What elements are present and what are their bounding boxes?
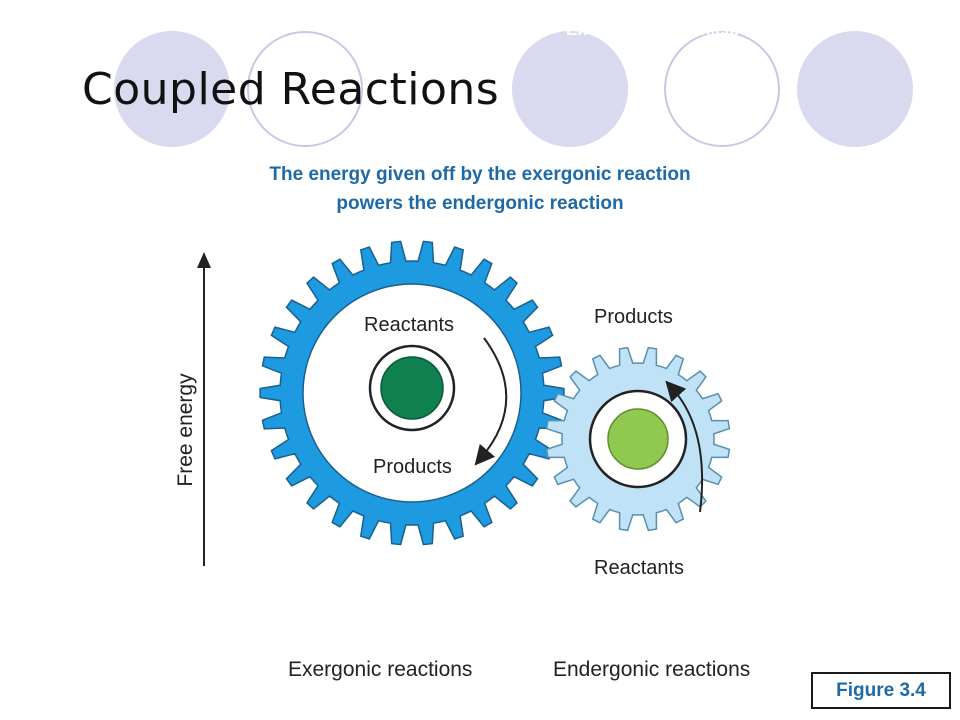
endergonic-caption: Endergonic reactions xyxy=(553,658,751,681)
small-gear-hub xyxy=(607,408,669,470)
background-circles xyxy=(114,31,913,147)
large-gear-products-label: Products xyxy=(373,456,452,478)
figure-label-box: Figure 3.4 xyxy=(811,672,951,709)
deco-circle-2 xyxy=(247,31,363,147)
subtitle-line-1: The energy given off by the exergonic re… xyxy=(269,164,691,185)
endergonic-gear xyxy=(545,346,731,532)
large-gear-reactants-label: Reactants xyxy=(364,314,455,336)
deco-circle-5 xyxy=(797,31,913,147)
slide-header-text: Energy and Chemical Reactions xyxy=(566,20,825,39)
small-gear-products-label: Products xyxy=(594,306,673,328)
subtitle-line-2: powers the endergonic reaction xyxy=(336,193,624,214)
slide-subtitle: The energy given off by the exergonic re… xyxy=(190,160,770,218)
exergonic-caption: Exergonic reactions xyxy=(288,658,473,681)
deco-circle-1 xyxy=(114,31,230,147)
free-energy-axis-label: Free energy xyxy=(174,373,197,487)
small-gear-reactants-label: Reactants xyxy=(594,557,685,579)
deco-circle-3 xyxy=(512,31,628,147)
large-gear-hub xyxy=(380,356,444,420)
counterclockwise-arrow-icon xyxy=(665,380,703,513)
clockwise-arrow-icon xyxy=(474,337,508,466)
axis-arrow-icon xyxy=(197,252,211,268)
slide-title: Coupled Reactions xyxy=(82,64,500,115)
exergonic-gear xyxy=(259,240,565,546)
deco-circle-4 xyxy=(664,31,780,147)
